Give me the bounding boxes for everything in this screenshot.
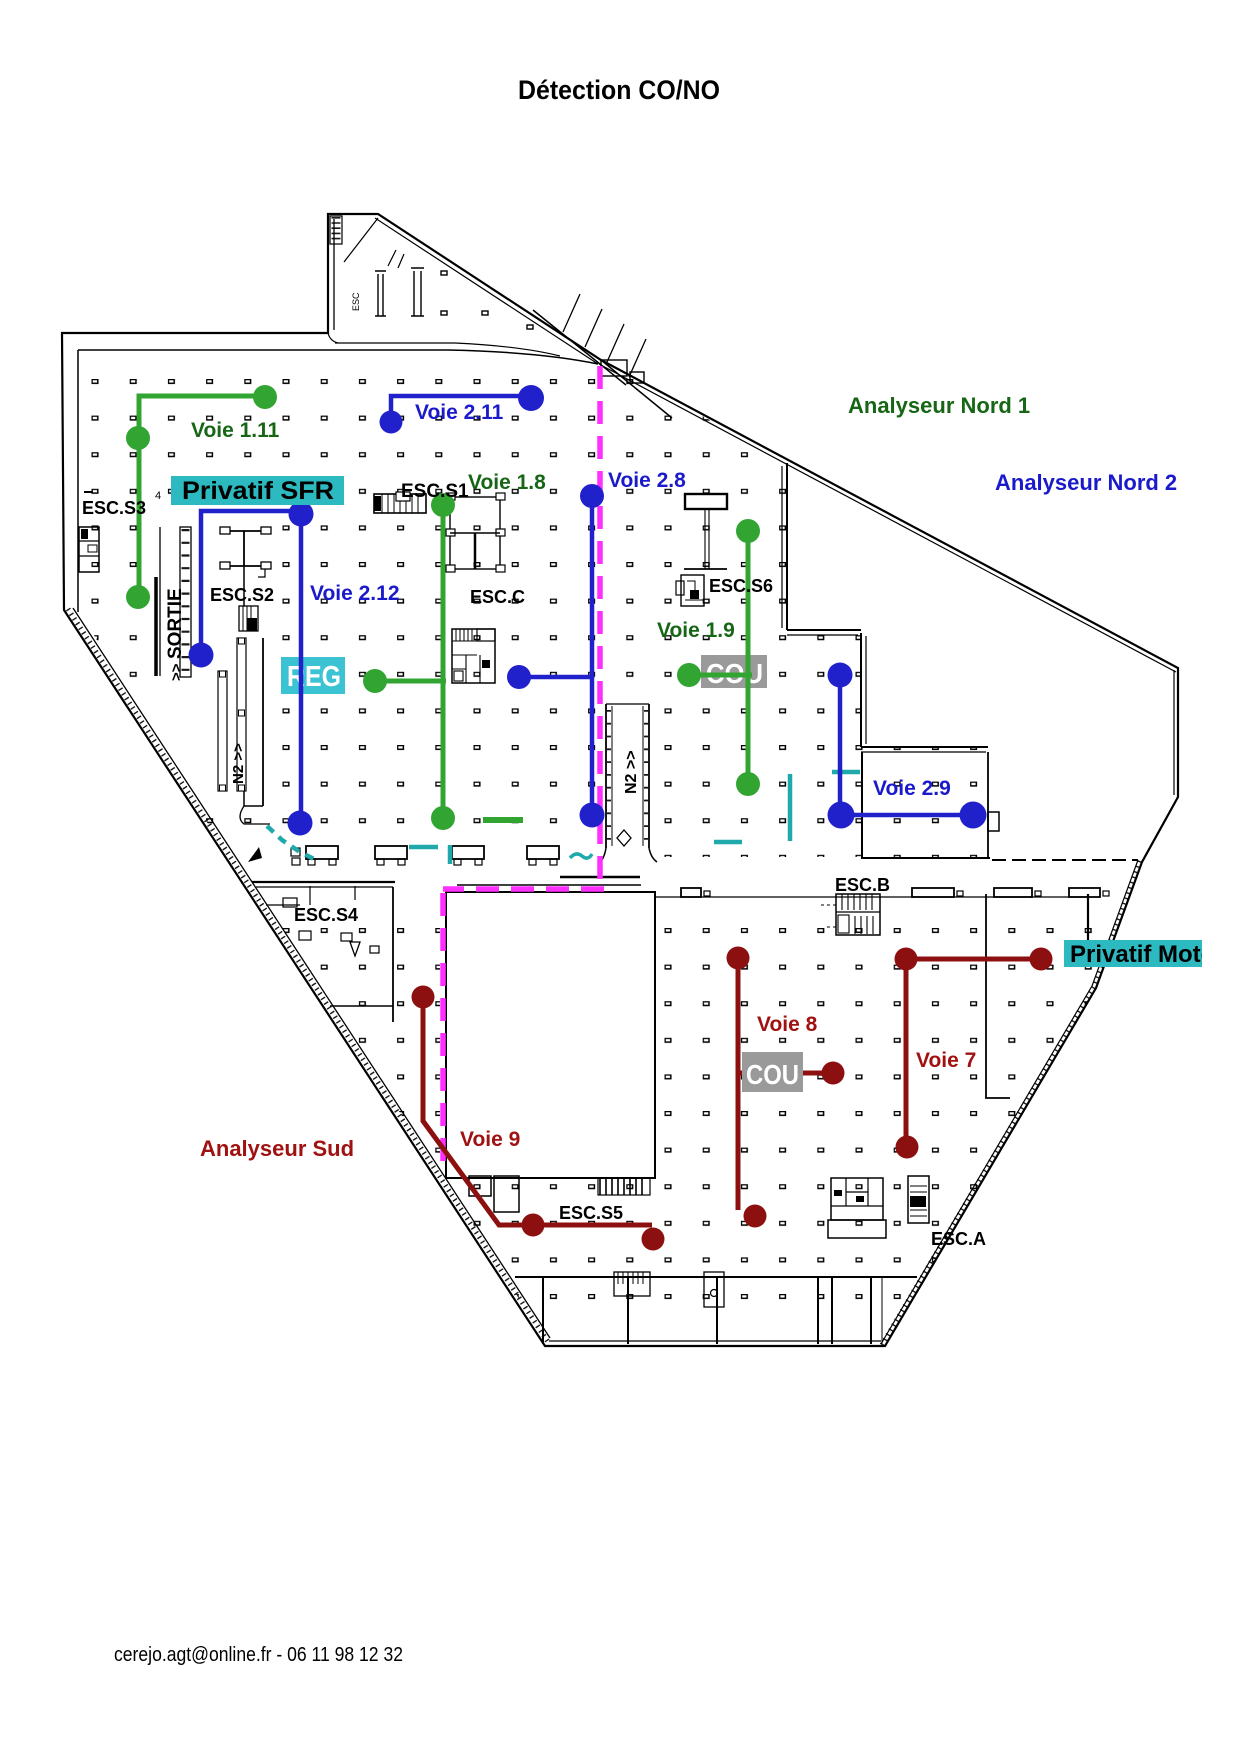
svg-text:Voie 2.12: Voie 2.12 bbox=[310, 582, 400, 605]
svg-text:N2 >>: N2 >> bbox=[623, 750, 640, 794]
svg-text:Détection CO/NO: Détection CO/NO bbox=[518, 75, 720, 105]
svg-text:4: 4 bbox=[155, 490, 161, 502]
svg-text:ESC.A: ESC.A bbox=[931, 1229, 986, 1249]
svg-text:COU: COU bbox=[746, 1059, 799, 1090]
svg-text:Analyseur Nord 1: Analyseur Nord 1 bbox=[848, 393, 1030, 418]
svg-text:ESC.S2: ESC.S2 bbox=[210, 585, 274, 605]
svg-text:ESC.C: ESC.C bbox=[470, 587, 525, 607]
svg-text:Voie 1.9: Voie 1.9 bbox=[657, 619, 735, 642]
svg-text:Privatif SFR: Privatif SFR bbox=[182, 477, 334, 505]
svg-text:Voie 2.9: Voie 2.9 bbox=[873, 777, 951, 800]
svg-text:Voie 9: Voie 9 bbox=[460, 1128, 520, 1151]
svg-text:ESC.S6: ESC.S6 bbox=[709, 576, 773, 596]
svg-text:SORTIE: SORTIE bbox=[165, 588, 186, 659]
svg-text:cerejo.agt@online.fr - 06 11 9: cerejo.agt@online.fr - 06 11 98 12 32 bbox=[114, 1644, 403, 1666]
svg-text:Voie 1.11: Voie 1.11 bbox=[191, 419, 280, 442]
svg-text:ESC.S1: ESC.S1 bbox=[401, 481, 469, 502]
svg-text:N2 >>: N2 >> bbox=[230, 743, 247, 784]
svg-text:Voie 2.8: Voie 2.8 bbox=[608, 469, 686, 492]
svg-text:Voie 1.8: Voie 1.8 bbox=[468, 471, 546, 494]
svg-text:Privatif Moto: Privatif Moto bbox=[1070, 941, 1215, 968]
svg-text:ESC.S4: ESC.S4 bbox=[294, 905, 358, 925]
svg-text:REG: REG bbox=[287, 661, 341, 693]
svg-text:ESC.S5: ESC.S5 bbox=[559, 1203, 623, 1223]
svg-text:Voie 7: Voie 7 bbox=[916, 1049, 976, 1072]
svg-text:ESC.B: ESC.B bbox=[835, 875, 890, 895]
svg-text:ESC.S3: ESC.S3 bbox=[82, 498, 146, 518]
svg-text:>>: >> bbox=[168, 663, 185, 681]
svg-text:Analyseur Sud: Analyseur Sud bbox=[200, 1136, 354, 1161]
svg-text:ESC: ESC bbox=[351, 292, 361, 311]
svg-text:Analyseur Nord 2: Analyseur Nord 2 bbox=[995, 470, 1177, 495]
svg-text:Voie 8: Voie 8 bbox=[757, 1013, 818, 1036]
svg-text:Voie 2.11: Voie 2.11 bbox=[415, 401, 504, 424]
